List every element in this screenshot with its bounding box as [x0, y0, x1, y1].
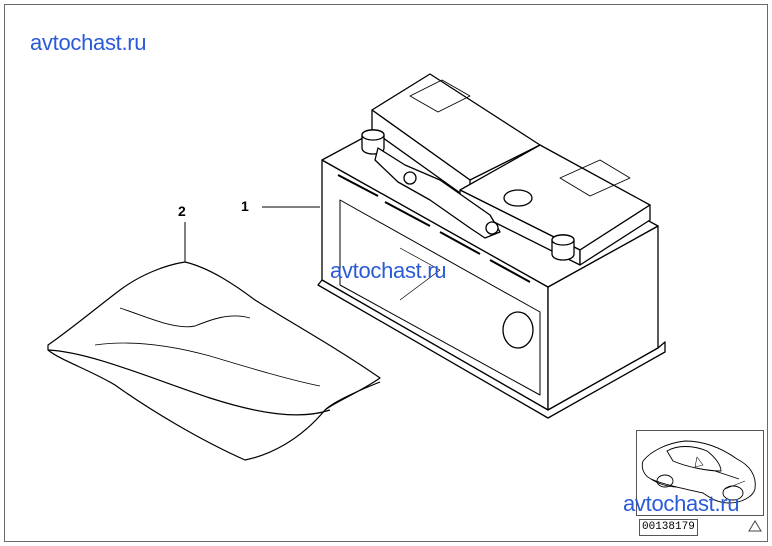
watermark-bottom-right: avtochast.ru — [623, 491, 740, 516]
car-thumbnail-icon — [641, 440, 756, 504]
callout-part-2: 2 — [178, 203, 186, 219]
car-thumbnail — [636, 430, 764, 516]
watermark-top-left: avtochast.ru — [30, 30, 147, 55]
bag-illustration — [47, 261, 381, 461]
watermark-center: avtochast.ru — [330, 258, 447, 283]
triangle-marker-icon — [748, 520, 762, 532]
callout-part-1: 1 — [241, 198, 249, 214]
battery-illustration — [317, 73, 666, 419]
drawing-frame — [4, 4, 768, 542]
diagram-code: 00138179 — [639, 519, 698, 536]
